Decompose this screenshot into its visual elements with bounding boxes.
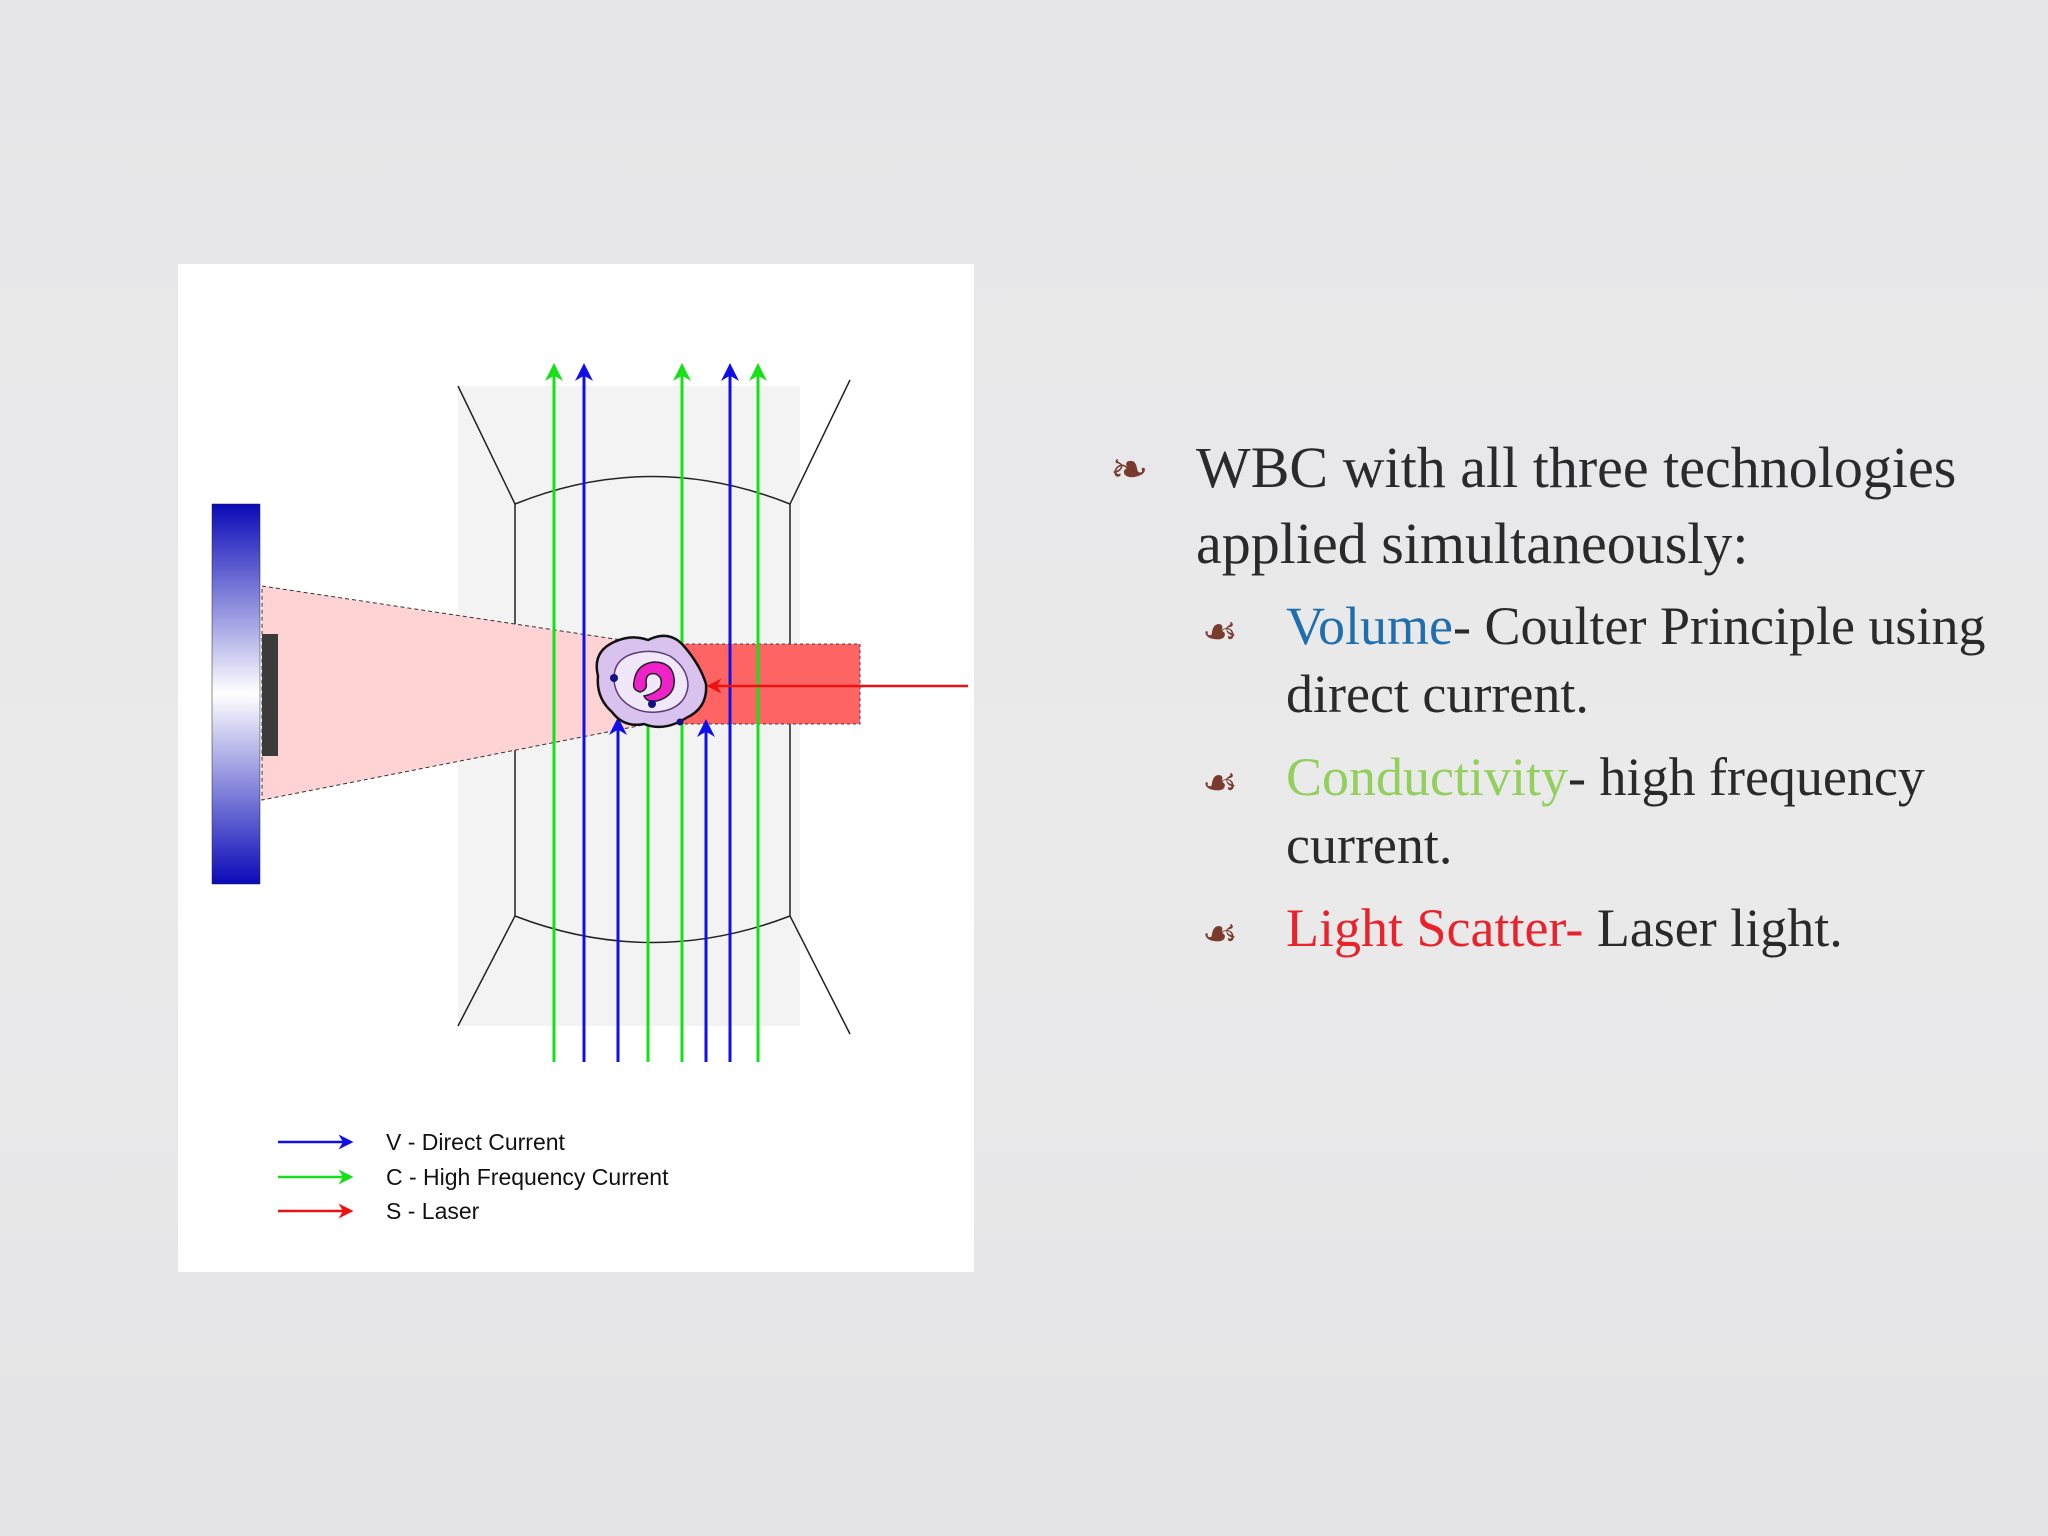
sub-bullet-list: ☙ Volume- Coulter Principle using direct… [1110,592,2010,962]
legend-dc-label: V - Direct Current [386,1129,566,1155]
sub-bullet-text: - Coulter Principle using direct current… [1286,596,1986,724]
sub-bullet-icon: ☙ [1202,760,1238,805]
sub-bullet-icon: ☙ [1202,609,1238,654]
bullet-list: ❧ WBC with all three technologies applie… [1110,430,2010,977]
sub-bullet-volume: ☙ Volume- Coulter Principle using direct… [1202,592,2010,728]
sub-bullet-text: Laser light. [1583,898,1843,958]
term-volume: Volume [1286,596,1454,656]
white-blood-cell [595,634,708,729]
term-light-scatter: Light Scatter- [1286,898,1584,958]
sub-bullet-icon: ☙ [1202,911,1238,956]
granule [648,700,656,708]
legend-hf-label: C - High Frequency Current [386,1164,669,1190]
sub-bullet-light-scatter: ☙ Light Scatter- Laser light. [1202,894,2010,962]
sub-bullet-text: - high frequency current. [1286,747,1925,875]
detector-plate [211,503,261,885]
legend: V - Direct Current C - High Frequency Cu… [278,1129,669,1224]
detector-sensor [262,634,278,756]
legend-laser-label: S - Laser [386,1198,480,1224]
granule [610,674,618,682]
nucleus [632,661,675,703]
sub-bullet-conductivity: ☙ Conductivity- high frequency current. [1202,743,2010,879]
main-bullet-icon: ❧ [1110,444,1149,495]
flow-cell-svg: V - Direct Current C - High Frequency Cu… [211,363,968,1224]
current-lines [545,363,767,1062]
term-conductivity: Conductivity [1286,747,1568,807]
main-bullet: ❧ WBC with all three technologies applie… [1110,430,2010,582]
main-bullet-text: WBC with all three technologies applied … [1196,435,1957,576]
granule [676,718,684,726]
flow-cell-diagram: V - Direct Current C - High Frequency Cu… [178,264,974,1272]
